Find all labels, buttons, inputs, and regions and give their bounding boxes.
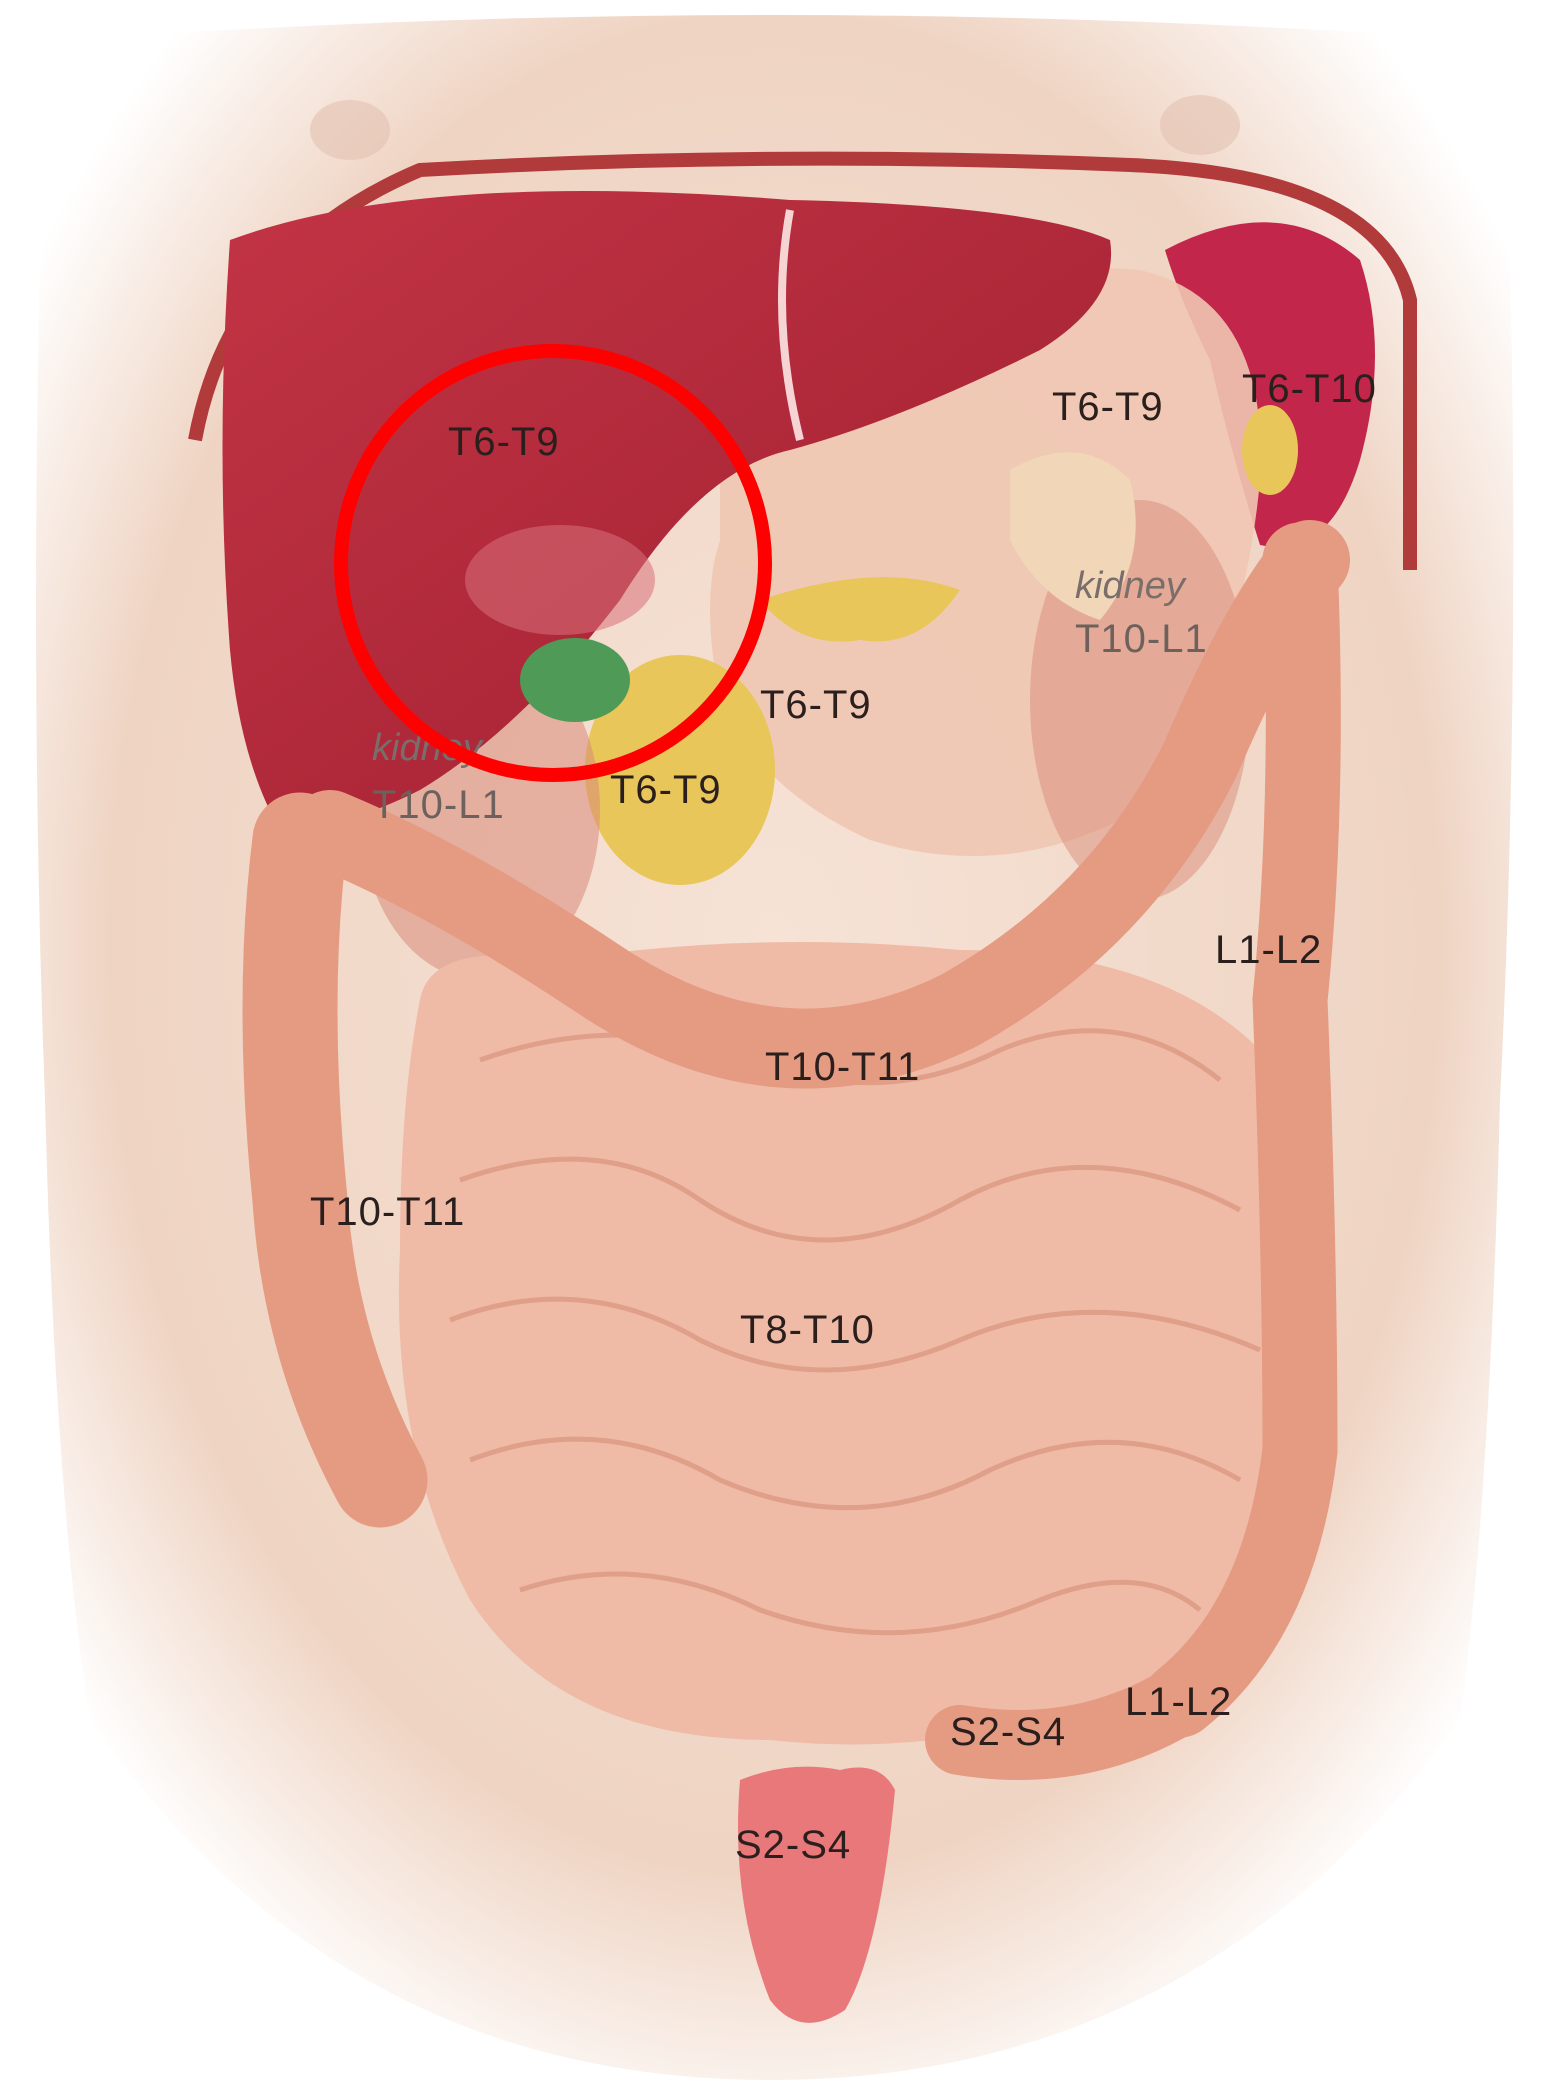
label-liver: T6-T9 xyxy=(448,420,560,464)
label-kidney-right-level: T10-L1 xyxy=(1075,617,1208,661)
label-small-intestine: T8-T10 xyxy=(740,1308,875,1352)
label-pancreas: T6-T9 xyxy=(610,768,722,812)
liver-highlight xyxy=(465,525,655,635)
label-stomach-mid: T6-T9 xyxy=(760,683,872,727)
gallbladder xyxy=(520,638,630,722)
label-descending-colon: L1-L2 xyxy=(1215,928,1322,972)
left-nipple-shadow xyxy=(310,100,390,160)
label-ascending-colon: T10-T11 xyxy=(310,1190,465,1234)
label-spleen: T6-T10 xyxy=(1242,367,1377,411)
label-stomach-upper: T6-T9 xyxy=(1052,385,1164,429)
label-sigmoid-lower: L1-L2 xyxy=(1125,1680,1232,1724)
label-transverse-colon: T10-T11 xyxy=(765,1045,920,1089)
label-rectum: S2-S4 xyxy=(735,1823,851,1867)
label-sigmoid: S2-S4 xyxy=(950,1710,1066,1754)
label-kidney-left-level: T10-L1 xyxy=(372,783,505,827)
adrenal-right xyxy=(1242,405,1298,495)
label-kidney-right-word: kidney xyxy=(1075,565,1187,607)
right-nipple-shadow xyxy=(1160,95,1240,155)
